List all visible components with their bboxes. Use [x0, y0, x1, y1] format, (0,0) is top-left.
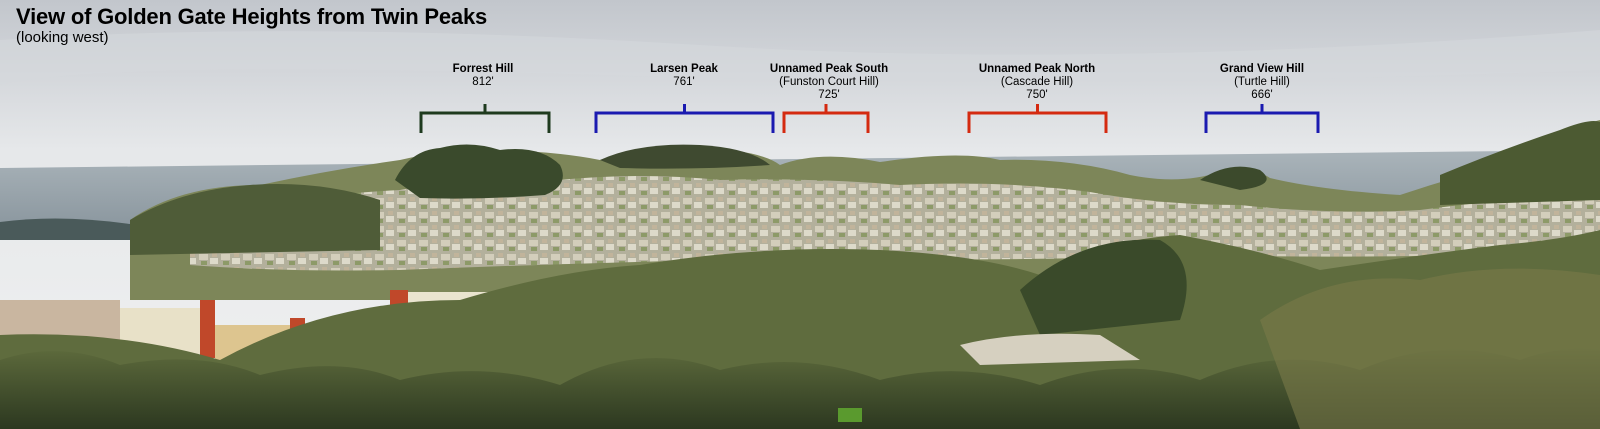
peak-label-larsen-peak: Larsen Peak 761': [650, 63, 718, 89]
peak-name: Forrest Hill: [452, 63, 514, 75]
peak-alt-name: (Cascade Hill): [1000, 76, 1074, 88]
foreground-trees: [0, 348, 1600, 429]
right-foreground-dry-trees: [1260, 268, 1600, 429]
houses-lower: [960, 333, 1140, 365]
building-left: [0, 300, 120, 340]
green-field: [838, 408, 862, 422]
peak-elevation: 812': [472, 76, 494, 88]
peak-elevation: 725': [818, 89, 840, 101]
peak-bracket: [782, 104, 870, 133]
cloud-band: [0, 30, 1600, 85]
peak-name: Grand View Hill: [1219, 63, 1305, 75]
peak-bracket: [967, 104, 1108, 133]
peak-elevation: 761': [673, 76, 695, 88]
larsen-peak-trees: [600, 144, 770, 169]
page-subtitle: (looking west): [16, 29, 109, 46]
page-title: View of Golden Gate Heights from Twin Pe…: [16, 4, 488, 29]
peak-bracket: [419, 104, 551, 133]
peak-brackets: [419, 104, 1320, 133]
peak-name: Unnamed Peak North: [978, 63, 1096, 75]
building-red-1: [200, 300, 215, 358]
grandview-trees: [1200, 166, 1267, 190]
peak-name: Unnamed Peak South: [769, 63, 889, 75]
left-trees: [130, 184, 380, 255]
distant-headland: [0, 218, 130, 240]
peak-name: Larsen Peak: [650, 63, 718, 75]
forrest-hill-trees: [395, 144, 563, 199]
peak-label-unnamed-peak-south: Unnamed Peak South (Funston Court Hill) …: [770, 63, 888, 102]
peak-label-grand-view-hill: Grand View Hill (Turtle Hill) 666': [1220, 63, 1304, 102]
dark-forest-patch: [1020, 239, 1187, 335]
peak-alt-name: (Turtle Hill): [1234, 76, 1290, 88]
peak-bracket: [594, 104, 775, 133]
peak-label-unnamed-peak-north: Unnamed Peak North (Cascade Hill) 750': [979, 63, 1095, 102]
peak-elevation: 666': [1251, 89, 1273, 101]
peak-elevation: 750': [1026, 89, 1048, 101]
peak-bracket: [1204, 104, 1320, 133]
peak-alt-name: (Funston Court Hill): [779, 76, 879, 88]
mid-forest: [0, 230, 1600, 429]
houses-area: [190, 176, 1600, 271]
right-ridge-trees: [1440, 121, 1600, 205]
peak-label-forrest-hill: Forrest Hill 812': [453, 63, 514, 89]
